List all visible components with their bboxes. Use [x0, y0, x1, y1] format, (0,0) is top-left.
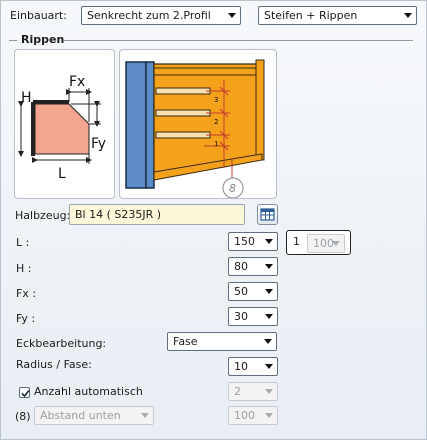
abstand-select[interactable]: Abstand unten — [34, 406, 154, 425]
chevron-down-icon — [265, 389, 273, 394]
chevron-down-icon — [228, 13, 236, 18]
checkmark-icon — [21, 389, 30, 398]
rib-shape-drawing: H Fx Fy L — [18, 74, 106, 182]
group-line-right — [64, 40, 413, 41]
rib-3 — [155, 87, 211, 95]
rib-count-number: 1 — [293, 235, 300, 248]
abstand-amount-value: 100 — [234, 409, 255, 422]
fy-select[interactable]: 30 — [228, 307, 278, 326]
rib-plate-shape — [34, 103, 90, 155]
chevron-down-icon — [332, 241, 340, 246]
rib-number-2: 2 — [214, 118, 218, 126]
l-select[interactable]: 150 — [228, 232, 278, 251]
rib-1 — [155, 131, 211, 139]
h-select[interactable]: 80 — [228, 257, 278, 276]
type-select[interactable]: Steifen + Rippen — [258, 6, 417, 25]
h-value: 80 — [234, 260, 248, 273]
anzahl-select[interactable]: 2 — [228, 382, 278, 401]
anzahl-checkbox[interactable] — [19, 387, 30, 398]
fx-value: 50 — [234, 285, 248, 298]
chevron-down-icon — [265, 364, 273, 369]
type-value: Steifen + Rippen — [264, 9, 358, 22]
chevron-down-icon — [265, 289, 273, 294]
einbauart-select[interactable]: Senkrecht zum 2.Profil — [81, 6, 241, 25]
abstand-prefix: (8) — [15, 410, 31, 423]
chevron-down-icon — [265, 239, 273, 244]
eckbearbeitung-label: Eckbearbeitung: — [16, 337, 107, 350]
radius-select[interactable]: 10 — [228, 357, 278, 376]
table-icon — [260, 208, 275, 221]
rib-2 — [155, 109, 211, 117]
rib-placement-drawing: 3 2 1 8 — [125, 59, 265, 199]
l-dimension-label: L — [58, 166, 66, 182]
eckbearbeitung-value: Fase — [173, 335, 198, 348]
beam-end-plate — [255, 59, 265, 161]
rib-number-1: 1 — [214, 140, 218, 148]
rib-number-3: 3 — [214, 96, 218, 104]
rib-count-select[interactable]: 100 — [307, 234, 345, 253]
l-value: 150 — [234, 235, 255, 248]
halbzeug-table-button[interactable] — [257, 204, 278, 225]
rib-count-group: 1 100 — [286, 230, 351, 255]
distance-marker-label: 8 — [229, 182, 236, 195]
h-label: H : — [16, 262, 32, 275]
rib-placement-diagram: 3 2 1 8 — [119, 49, 277, 199]
chevron-down-icon — [265, 314, 273, 319]
chevron-down-icon — [264, 339, 272, 344]
group-title: Rippen — [21, 33, 65, 46]
halbzeug-value: Bl 14 ( S235JR ) — [75, 208, 162, 221]
rib-shape-diagram: H Fx Fy L — [14, 49, 115, 199]
beam-top-flange — [153, 67, 263, 76]
chevron-down-icon — [265, 413, 273, 418]
rib-count-value: 100 — [313, 237, 334, 250]
h-dimension-label: H — [21, 90, 32, 106]
anzahl-value: 2 — [234, 385, 241, 398]
chevron-down-icon — [404, 13, 412, 18]
group-line-left — [9, 40, 17, 41]
fy-value: 30 — [234, 310, 248, 323]
eckbearbeitung-select[interactable]: Fase — [167, 332, 277, 351]
beam-bottom-flange — [153, 153, 263, 181]
fx-dimension-label: Fx — [69, 74, 85, 90]
abstand-amount-select[interactable]: 100 — [228, 406, 278, 425]
einbauart-value: Senkrecht zum 2.Profil — [87, 9, 211, 22]
anzahl-label: Anzahl automatisch — [34, 385, 143, 398]
fy-label: Fy : — [16, 312, 36, 325]
chevron-down-icon — [265, 264, 273, 269]
fy-dimension-label: Fy — [91, 136, 106, 152]
radius-label: Radius / Fase: — [16, 358, 92, 371]
radius-value: 10 — [234, 360, 248, 373]
fx-label: Fx : — [16, 287, 37, 300]
column-web — [145, 61, 155, 189]
chevron-down-icon — [141, 413, 149, 418]
halbzeug-label: Halbzeug: — [15, 209, 71, 222]
halbzeug-field[interactable]: Bl 14 ( S235JR ) — [69, 204, 245, 225]
column-flange — [125, 61, 147, 189]
l-label: L : — [16, 236, 30, 249]
einbauart-label: Einbauart: — [10, 9, 67, 22]
fx-select[interactable]: 50 — [228, 282, 278, 301]
abstand-value: Abstand unten — [40, 409, 121, 422]
